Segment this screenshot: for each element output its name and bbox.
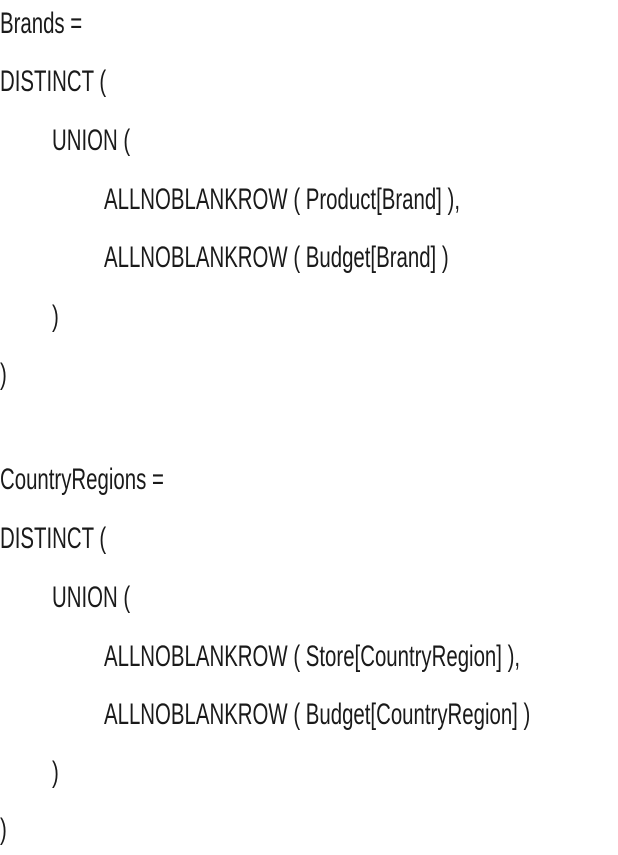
code-line: ): [52, 756, 59, 789]
code-line: ALLNOBLANKROW ( Product[Brand] ),: [104, 183, 460, 216]
code-line: ALLNOBLANKROW ( Store[CountryRegion] ),: [104, 640, 521, 673]
code-line: ): [0, 358, 7, 391]
code-line: CountryRegions =: [0, 463, 164, 496]
code-line: DISTINCT (: [0, 65, 107, 98]
code-line: UNION (: [52, 581, 131, 614]
code-line: ): [52, 300, 59, 333]
code-line: ALLNOBLANKROW ( Budget[CountryRegion] ): [104, 698, 531, 731]
code-line: UNION (: [52, 124, 131, 157]
code-line: Brands =: [0, 7, 83, 40]
code-line: DISTINCT (: [0, 522, 107, 555]
code-line: ALLNOBLANKROW ( Budget[Brand] ): [104, 241, 449, 274]
code-line: ): [0, 813, 7, 846]
